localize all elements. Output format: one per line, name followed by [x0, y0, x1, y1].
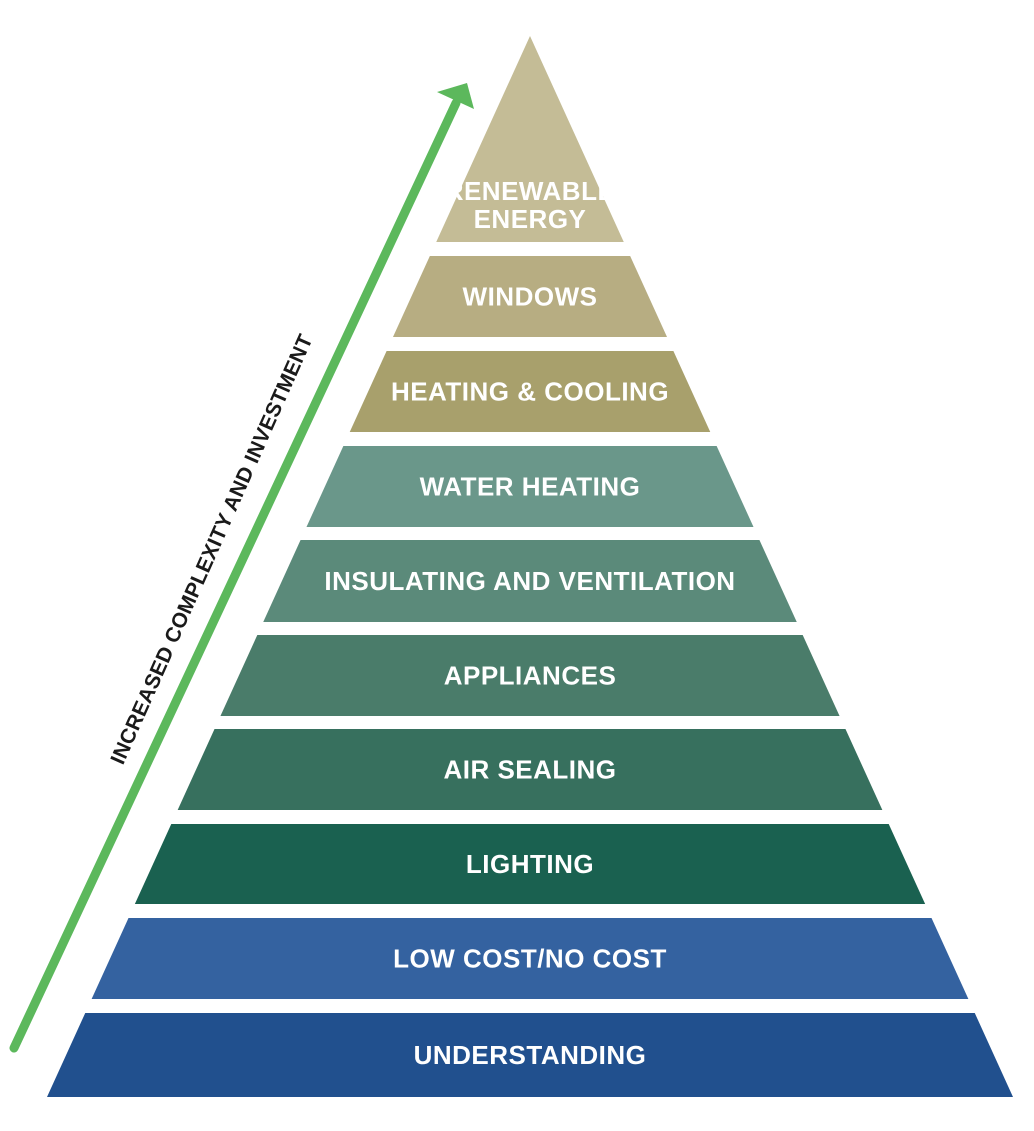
pyramid-tier-label: APPLIANCES — [444, 661, 617, 691]
pyramid-tier — [306, 446, 754, 527]
pyramid-tier-label: ENERGY — [474, 204, 587, 234]
pyramid-tier — [220, 635, 840, 716]
pyramid-tier — [436, 36, 624, 242]
pyramid-tier-label: HEATING & COOLING — [391, 377, 669, 407]
pyramid-tier-label: UNDERSTANDING — [414, 1040, 647, 1070]
pyramid-tier-label: AIR SEALING — [443, 755, 616, 785]
pyramid-tier-label: WATER HEATING — [420, 472, 641, 502]
complexity-arrow-head-icon — [437, 83, 474, 109]
pyramid-tier — [134, 824, 926, 904]
pyramid-tier — [349, 351, 711, 432]
pyramid-tier-label: RENEWABLE — [445, 176, 616, 206]
pyramid-tier — [177, 729, 883, 810]
pyramid-tier — [91, 918, 969, 999]
pyramid-tier — [47, 1013, 1013, 1097]
pyramid-tier — [392, 256, 668, 337]
complexity-arrow-shaft — [9, 98, 461, 1053]
pyramid-tier-label: WINDOWS — [463, 282, 598, 312]
pyramid-tier — [263, 540, 797, 622]
pyramid-tier-label: LOW COST/NO COST — [393, 944, 667, 974]
pyramid-tier-label: INSULATING AND VENTILATION — [324, 566, 735, 596]
complexity-arrow — [9, 83, 474, 1053]
pyramid-tier-label: LIGHTING — [466, 849, 594, 879]
